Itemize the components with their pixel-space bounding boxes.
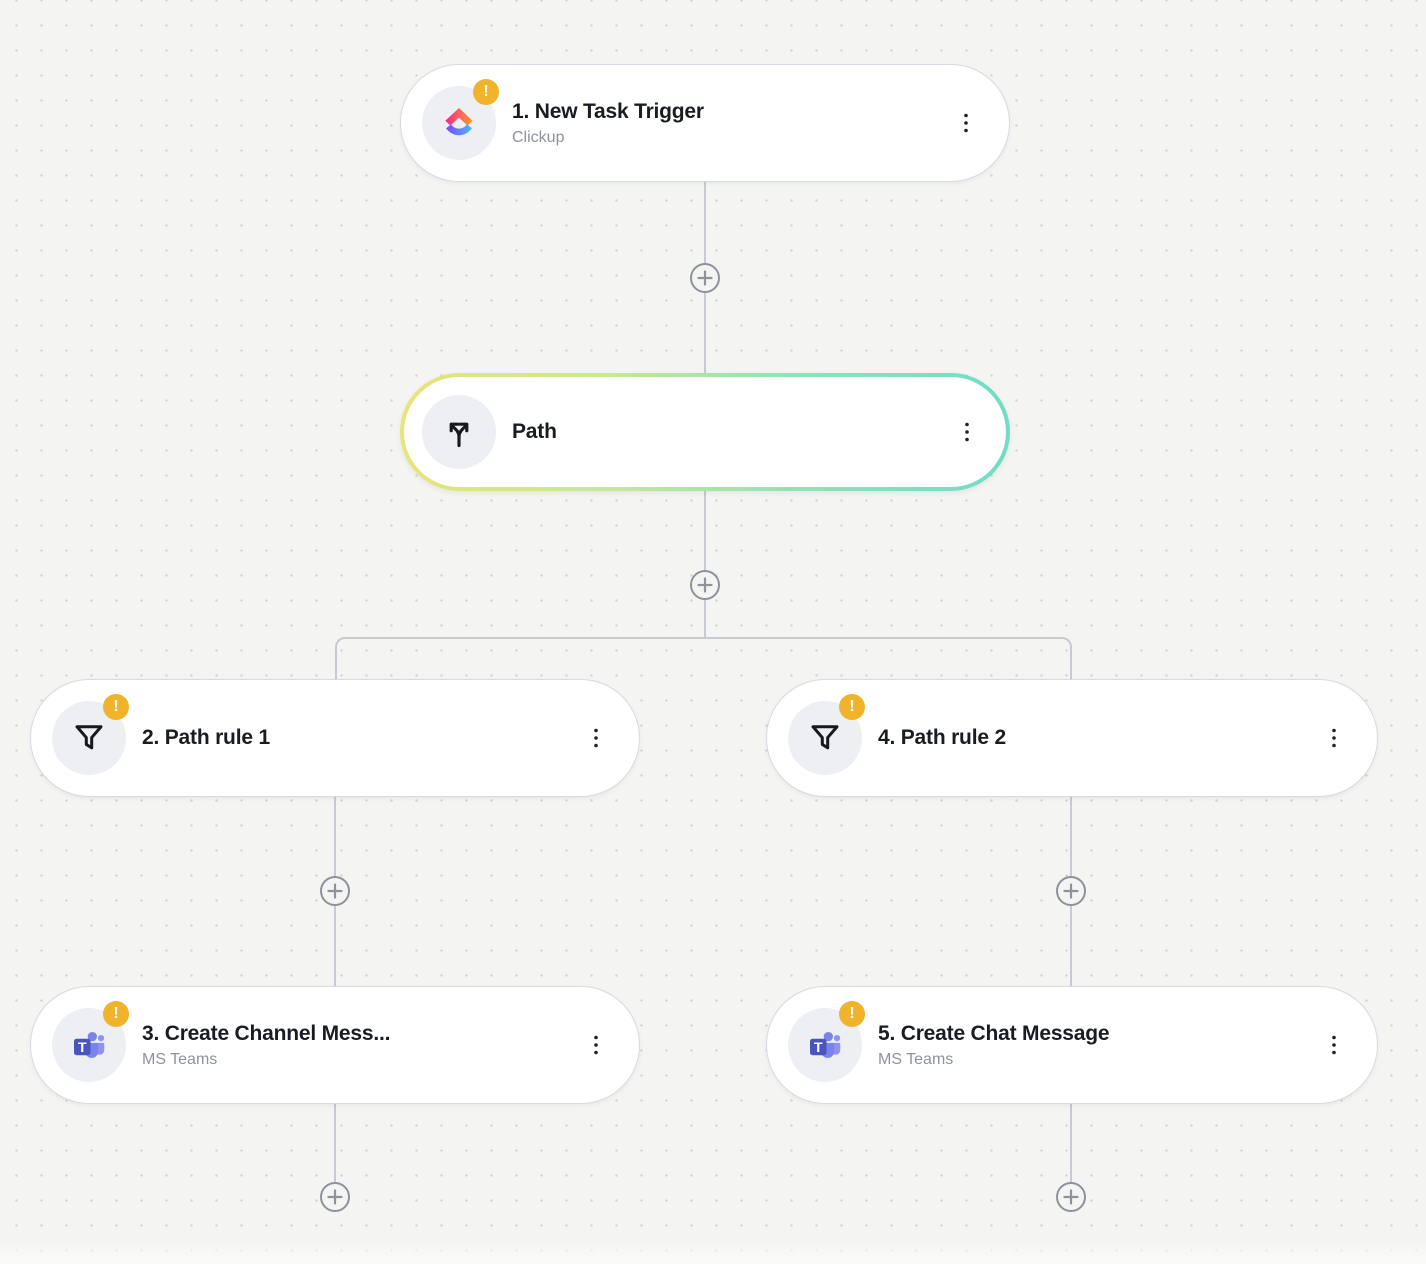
node-title: 2. Path rule 1 [142,726,270,749]
workflow-node-trigger[interactable]: ! 1. New Task Trigger Clickup [400,64,1010,182]
node-icon-circle: ! [52,1001,129,1082]
kebab-icon [1332,728,1336,748]
workflow-node-path-rule-1[interactable]: ! 2. Path rule 1 [30,679,640,797]
node-title: 1. New Task Trigger [512,99,704,123]
warning-badge: ! [839,1001,865,1027]
node-title: 5. Create Chat Message [878,1021,1110,1045]
kebab-icon [965,422,969,442]
workflow-node-path[interactable]: Path [404,377,1006,487]
clickup-icon [445,107,473,136]
connector-line [334,1104,336,1182]
connector-line [1070,1104,1072,1182]
workflow-node-create-chat-message[interactable]: ! 5. Create Chat Message MS Teams [766,986,1378,1104]
warning-badge: ! [839,694,865,720]
add-step-button[interactable] [1055,1181,1087,1213]
plus-icon [1055,875,1087,907]
path-split-icon [449,422,469,448]
node-menu-button[interactable] [587,1026,605,1064]
workflow-node-create-channel-message[interactable]: ! 3. Create Channel Mess... MS Teams [30,986,640,1104]
add-step-button[interactable] [689,569,721,601]
connector-branch [335,637,1072,679]
node-icon-circle [422,395,496,469]
ms-teams-icon [810,1031,841,1058]
kebab-icon [594,1035,598,1055]
node-title: 3. Create Channel Mess... [142,1021,391,1045]
ms-teams-icon [74,1031,105,1058]
filter-icon [811,725,839,750]
node-menu-button[interactable] [957,104,975,142]
node-menu-button[interactable] [587,719,605,757]
add-step-button[interactable] [319,875,351,907]
plus-icon [319,1181,351,1213]
node-subtitle: Clickup [512,128,565,146]
node-menu-button[interactable] [958,413,976,451]
kebab-icon [594,728,598,748]
add-step-button[interactable] [319,1181,351,1213]
node-icon-circle: ! [422,79,499,160]
plus-icon [319,875,351,907]
add-step-button[interactable] [1055,875,1087,907]
node-icon-circle: ! [52,694,129,775]
kebab-icon [964,113,968,133]
warning-badge: ! [473,79,499,105]
warning-badge: ! [103,694,129,720]
node-icon-circle: ! [788,694,865,775]
node-subtitle: MS Teams [142,1050,218,1068]
plus-icon [689,262,721,294]
warning-badge: ! [103,1001,129,1027]
connector-line [704,491,706,638]
filter-icon [75,725,103,750]
node-subtitle: MS Teams [878,1050,954,1068]
plus-icon [1055,1181,1087,1213]
add-step-button[interactable] [689,262,721,294]
workflow-node-path-ring: Path [400,373,1010,491]
node-title: Path [512,420,557,443]
canvas-edge-fade [0,1240,1426,1264]
plus-icon [689,569,721,601]
workflow-node-path-rule-2[interactable]: ! 4. Path rule 2 [766,679,1378,797]
node-title: 4. Path rule 2 [878,726,1006,749]
node-menu-button[interactable] [1325,1026,1343,1064]
node-icon-circle: ! [788,1001,865,1082]
kebab-icon [1332,1035,1336,1055]
node-menu-button[interactable] [1325,719,1343,757]
